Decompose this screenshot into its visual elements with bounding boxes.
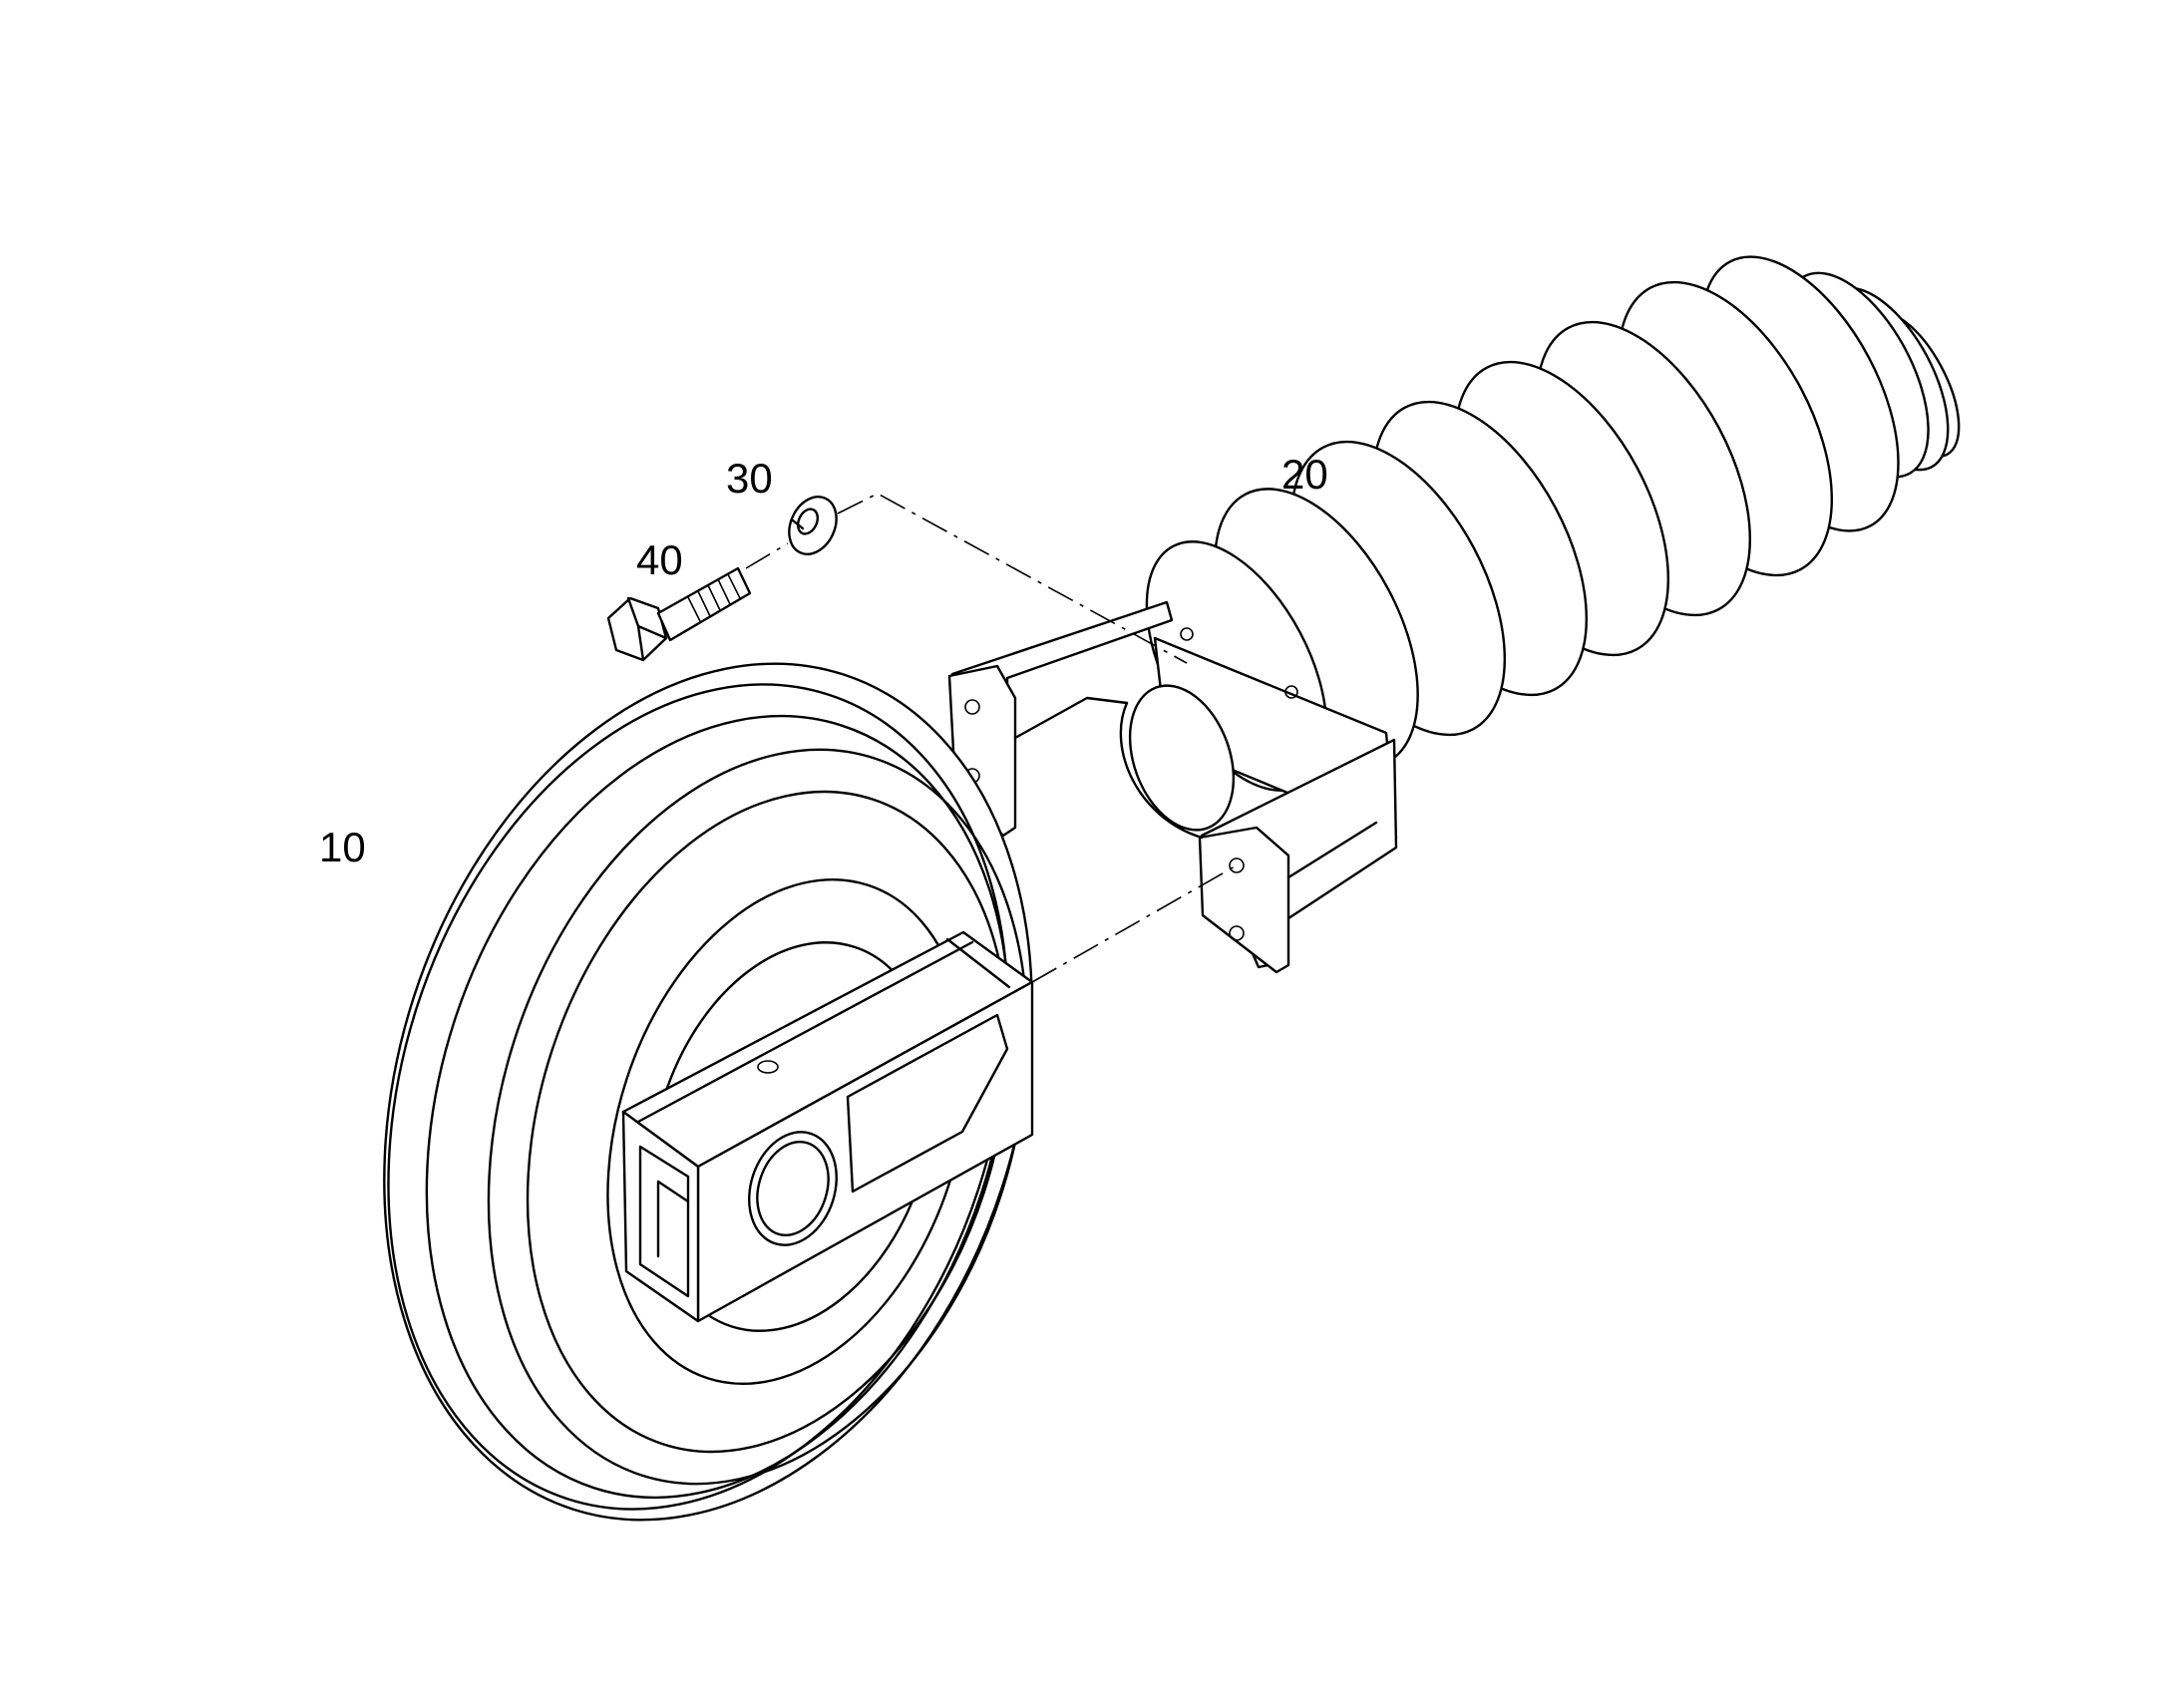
washer: [788, 496, 838, 555]
bolt: [606, 566, 752, 662]
spring-mount-yoke: [947, 600, 1398, 974]
recoil-spring-assembly: [947, 255, 1961, 974]
part-label-washer: 30: [726, 455, 773, 502]
assembly-center-lines: [745, 493, 1238, 983]
part-label-bolt: 40: [636, 536, 683, 583]
idler-axle-block: [621, 930, 1034, 1323]
part-label-recoil-spring: 20: [1281, 451, 1328, 498]
part-label-idler-wheel: 10: [319, 824, 366, 870]
